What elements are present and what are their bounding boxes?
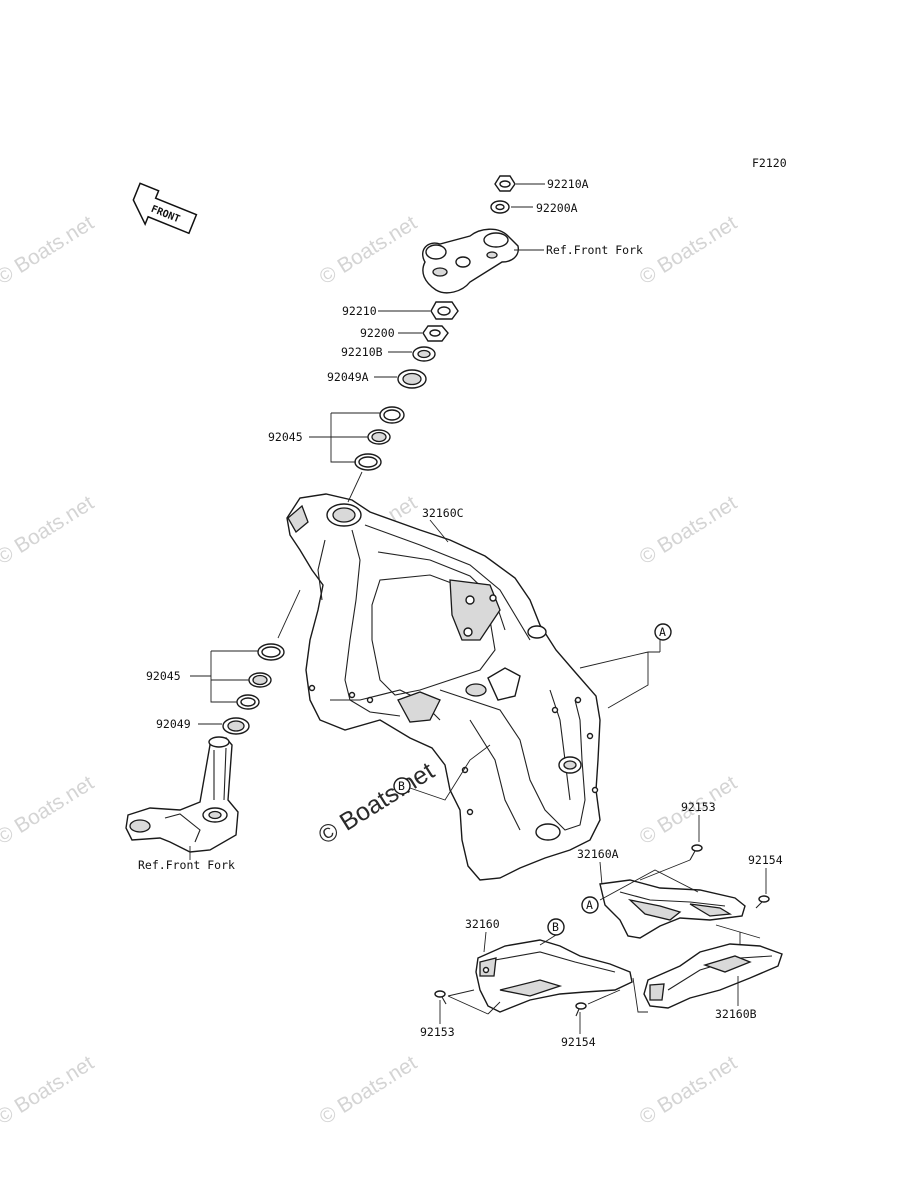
label-32160: 32160 [465,917,500,931]
bolt-92154-bottom [575,1002,587,1017]
label-92210: 92210 [342,304,377,318]
watermark: © Boats.net [0,771,98,849]
label-32160b: 32160B [715,1007,757,1021]
callout-a2: A [586,898,593,912]
label-92045-upper: 92045 [268,430,303,444]
label-92210a: 92210A [547,177,589,191]
stem-nut-92210 [430,301,459,320]
cover-32160b [643,943,783,1009]
bolt-92153-left [434,990,447,1005]
washer-92200a [490,200,510,214]
label-92154-right: 92154 [748,853,783,867]
diagram-code: F2120 [752,156,787,170]
seal-92049 [222,717,250,735]
bearing-lower-3 [236,694,260,710]
bearing-lower-1 [257,643,285,661]
ref-front-fork-bottom: Ref.Front Fork [138,858,235,872]
watermark: © Boats.net [635,491,741,569]
watermark: © Boats.net [0,211,98,289]
label-92045-lower: 92045 [146,669,181,683]
bearing-upper-1 [379,406,405,424]
label-92049a: 92049A [327,370,369,384]
upper-triple-clamp [422,228,519,294]
label-92153-right: 92153 [681,800,716,814]
washer-92200 [422,325,449,342]
label-92154-bottom: 92154 [561,1035,596,1049]
lower-triple-clamp [125,736,239,853]
bearing-upper-2 [367,429,391,445]
watermark: © Boats.net [315,211,421,289]
watermark: © Boats.net [0,1051,98,1129]
label-32160a: 32160A [577,847,619,861]
cover-32160 [475,939,633,1013]
main-frame [286,493,601,881]
label-92049: 92049 [156,717,191,731]
label-92200a: 92200A [536,201,578,215]
bolt-92154-right [755,895,770,909]
label-92200: 92200 [360,326,395,340]
label-32160c: 32160C [422,506,464,520]
seal-92049a [397,369,427,389]
callout-b-circle [393,777,411,795]
watermark: © Boats.net [635,1051,741,1129]
watermark: © Boats.net [315,1051,421,1129]
cover-32160a [599,879,746,939]
nut-92210b [412,346,436,362]
watermark-center: © Boats.net [313,757,439,850]
steering-nut-92210a [494,175,516,192]
watermark: © Boats.net [0,491,98,569]
callout-b2: B [552,920,559,934]
front-arrow-icon: FRONT [132,182,198,235]
label-92210b: 92210B [341,345,383,359]
callout-a: A [659,625,666,639]
bearing-lower-2 [248,672,272,688]
bearing-upper-3 [354,453,382,471]
bolt-92153-right [689,844,703,861]
callout-a2-circle [581,896,599,914]
watermark: © Boats.net [635,211,741,289]
callout-b: B [398,779,405,793]
ref-front-fork-top: Ref.Front Fork [546,243,643,257]
label-92153-left: 92153 [420,1025,455,1039]
callout-a-circle [654,623,672,641]
